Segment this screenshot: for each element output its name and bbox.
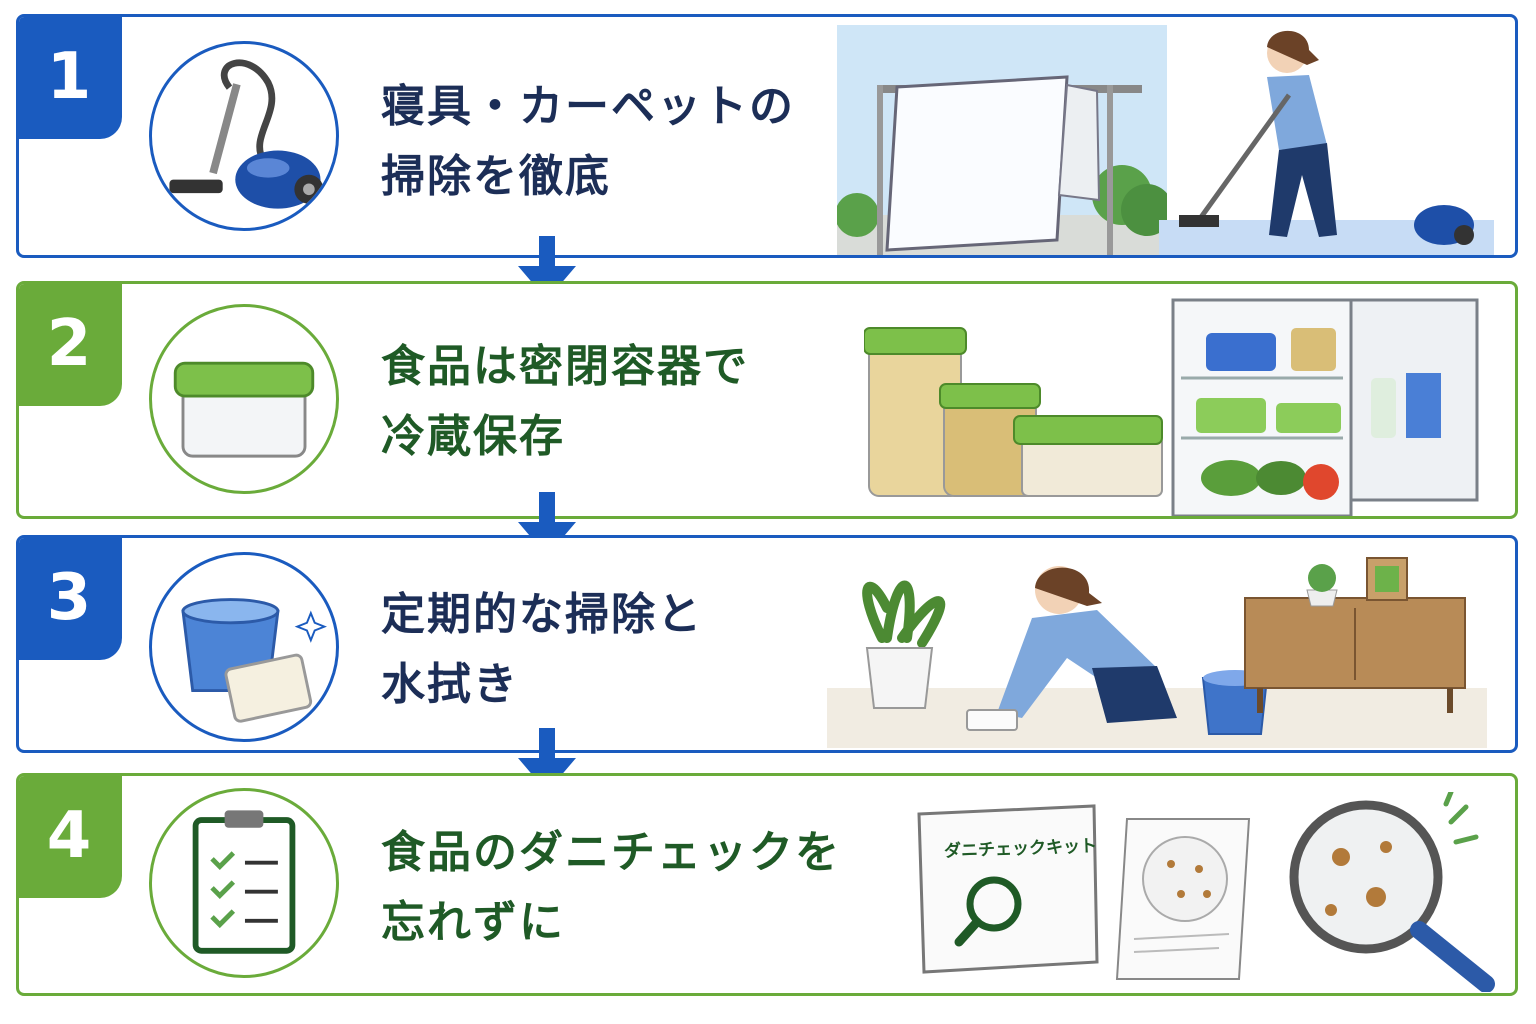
person-vacuuming-illustration	[1159, 25, 1504, 255]
step-4-number-badge: 4	[19, 776, 122, 898]
step-4-title-line-1: 食品のダニチェックを	[381, 827, 841, 878]
step-4-title: 食品のダニチェックを 忘れずに	[381, 818, 841, 958]
step-2-title-line-1: 食品は密閉容器で	[381, 341, 749, 392]
checklist-clipboard-icon	[149, 788, 339, 978]
step-2-number-badge: 2	[19, 284, 122, 406]
step-1-number-badge: 1	[19, 17, 122, 139]
step-1-title-line-1: 寝具・カーペットの	[381, 81, 795, 132]
bucket-and-cloth-icon	[149, 552, 339, 742]
floor-wiping-illustration	[827, 548, 1487, 748]
step-4-title-line-2: 忘れずに	[381, 897, 565, 948]
step-2-card: 2 食品は密閉容器で 冷蔵保存	[16, 281, 1518, 519]
step-1-title: 寝具・カーペットの 掃除を徹底	[381, 72, 795, 212]
vacuum-cleaner-icon	[149, 41, 339, 231]
step-2-title-line-2: 冷蔵保存	[381, 411, 565, 462]
sealed-container-icon	[149, 304, 339, 494]
magnifying-glass-mites-illustration	[1281, 792, 1511, 992]
step-3-title-line-2: 水拭き	[381, 659, 519, 710]
futon-drying-illustration	[837, 25, 1167, 255]
step-3-number-badge: 3	[19, 538, 122, 660]
step-3-card: 3 定期的な掃除と 水拭き	[16, 535, 1518, 753]
step-3-title: 定期的な掃除と 水拭き	[381, 580, 703, 720]
step-3-title-line-1: 定期的な掃除と	[381, 589, 703, 640]
food-jars-illustration	[864, 324, 1164, 499]
step-4-card: 4 食品のダニチェックを 忘れずに ダニチェックキット	[16, 773, 1518, 996]
mite-check-kit-label: ダニチェックキット	[943, 836, 1098, 862]
step-1-card: 1 寝具・カーペットの 掃除を徹底	[16, 14, 1518, 258]
step-1-title-line-2: 掃除を徹底	[381, 151, 611, 202]
mite-check-kit-illustration	[909, 794, 1269, 989]
step-2-title: 食品は密閉容器で 冷蔵保存	[381, 332, 749, 472]
refrigerator-illustration	[1171, 298, 1481, 516]
